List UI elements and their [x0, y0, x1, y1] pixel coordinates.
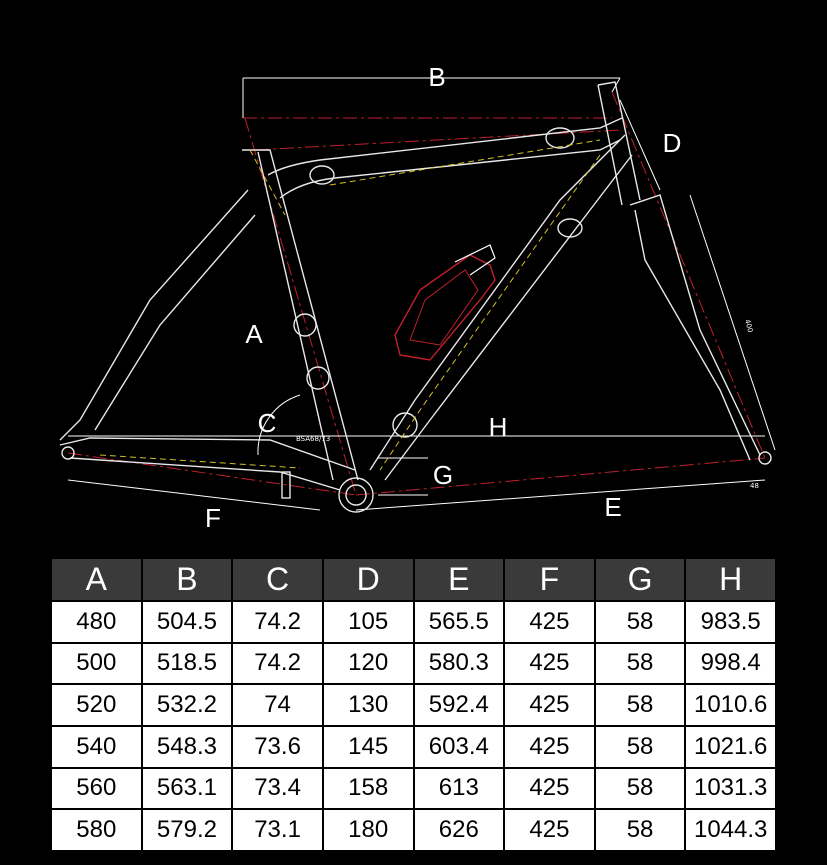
- table-cell: 520: [50, 683, 143, 727]
- table-cell: 532.2: [140, 683, 234, 727]
- table-cell: 560: [50, 766, 143, 811]
- table-cell: 626: [412, 808, 506, 852]
- table-cell: 983.5: [684, 600, 777, 644]
- construction-lines: [67, 91, 766, 496]
- dim-label-b: B: [428, 62, 445, 92]
- table-cell: 1021.6: [684, 724, 777, 769]
- cable-routing: [99, 139, 601, 471]
- table-cell: 580: [50, 808, 143, 852]
- table-cell: 565.5: [412, 600, 506, 644]
- table-cell: 579.2: [140, 808, 234, 852]
- table-cell: 105: [321, 600, 415, 644]
- table-cell: 180: [321, 808, 415, 852]
- table-cell: 425: [503, 641, 596, 686]
- table-cell: 74: [231, 683, 324, 727]
- table-cell: 540: [50, 724, 143, 769]
- table-cell: 1010.6: [684, 683, 777, 727]
- table-cell: 480: [50, 600, 143, 644]
- table-cell: 518.5: [140, 641, 234, 686]
- bb-note: BSA68/73: [296, 435, 330, 443]
- table-cell: 592.4: [412, 683, 506, 727]
- table-cell: 425: [503, 766, 596, 811]
- fork-note: 400: [743, 318, 754, 333]
- bottle-cage: [394, 244, 496, 361]
- dim-label-h: H: [489, 412, 508, 442]
- table-cell: 425: [503, 683, 596, 727]
- table-cell: 58: [593, 683, 687, 727]
- table-cell: 58: [593, 641, 687, 686]
- dim-label-a: A: [245, 319, 263, 349]
- table-cell: 563.1: [140, 766, 234, 811]
- dim-label-g: G: [433, 460, 453, 490]
- table-cell: 500: [50, 641, 143, 686]
- table-cell: 74.2: [231, 641, 324, 686]
- column-header-d: D: [321, 557, 415, 602]
- table-cell: 425: [503, 808, 596, 852]
- table-cell: 73.4: [231, 766, 324, 811]
- column-header-a: A: [50, 557, 143, 602]
- table-cell: 145: [321, 724, 415, 769]
- table-cell: 58: [593, 724, 687, 769]
- table-cell: 73.1: [231, 808, 324, 852]
- dim-label-e: E: [604, 492, 621, 522]
- column-header-e: E: [412, 557, 506, 602]
- table-cell: 73.6: [231, 724, 324, 769]
- table-cell: 158: [321, 766, 415, 811]
- dim-label-c: C: [258, 408, 277, 438]
- table-cell: 1044.3: [684, 808, 777, 852]
- column-header-g: G: [593, 557, 687, 602]
- stay-note: 48: [750, 482, 759, 490]
- column-header-f: F: [503, 557, 596, 602]
- column-header-b: B: [140, 557, 234, 602]
- table-cell: 998.4: [684, 641, 777, 686]
- column-header-h: H: [684, 557, 777, 602]
- table-cell: 74.2: [231, 600, 324, 644]
- table-cell: 58: [593, 766, 687, 811]
- dim-label-f: F: [205, 503, 221, 533]
- table-cell: 130: [321, 683, 415, 727]
- table-cell: 58: [593, 600, 687, 644]
- table-cell: 548.3: [140, 724, 234, 769]
- table-cell: 425: [503, 724, 596, 769]
- dimension-lines: [67, 77, 776, 511]
- table-cell: 425: [503, 600, 596, 644]
- table-cell: 504.5: [140, 600, 234, 644]
- table-cell: 58: [593, 808, 687, 852]
- dim-label-d: D: [663, 128, 682, 158]
- table-cell: 603.4: [412, 724, 506, 769]
- frame-geometry-drawing: B D A C H G E F BSA68/73 48 400: [59, 62, 776, 533]
- table-cell: 613: [412, 766, 506, 811]
- column-header-c: C: [231, 557, 324, 602]
- frame-outline: [59, 81, 772, 513]
- table-cell: 1031.3: [684, 766, 777, 811]
- table-cell: 580.3: [412, 641, 506, 686]
- table-cell: 120: [321, 641, 415, 686]
